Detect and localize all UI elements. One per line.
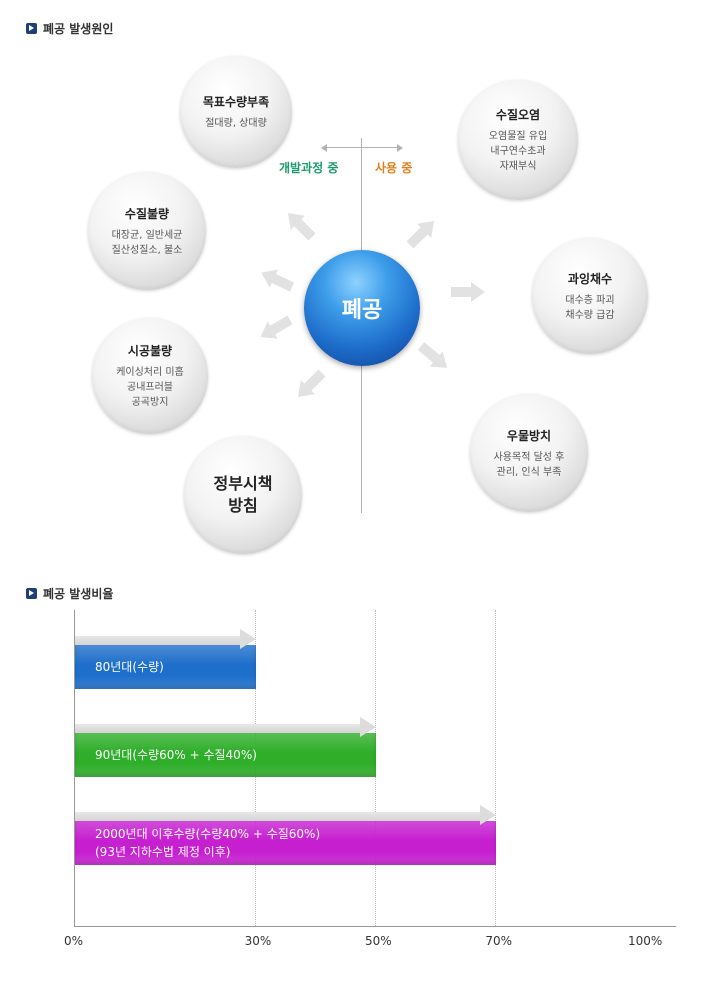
bar: 90년대(수량60% + 수질40%) [75,717,376,777]
cause-detail: 관리, 인식 부족 [496,466,562,478]
arrow-icon [255,311,295,346]
arrow-icon [403,213,442,252]
cause-quality-poor: 수질불량 대장균, 일반세균 질산성질소, 불소 [88,172,206,290]
cause-detail: 공내프러블 [127,382,173,393]
section-title-causes: 폐공 발생원인 [26,20,113,37]
bar: 80년대(수량) [75,629,256,689]
cause-detail: 내구연수초과 [490,146,546,157]
bar-label-line: 2000년대 이후수량(수량40% + 수질60%) [95,827,321,841]
bar-label: 2000년대 이후수량(수량40% + 수질60%) (93년 지하수법 제정 이… [95,825,320,861]
x-tick-label: 30% [244,934,272,948]
cause-detail: 대수층 파괴 [565,294,615,306]
arrow-icon [256,263,296,296]
label-development-phase: 개발과정 중 [279,161,339,175]
cause-govt-policy: 정부시책 방침 [184,436,302,554]
section-title-ratio-text: 폐공 발생비율 [43,587,114,601]
cause-goal-shortage: 목표수량부족 절대량, 상대량 [180,56,292,168]
cause-detail: 절대량, 상대량 [205,118,267,129]
cause-title: 우물방치 [506,428,552,443]
cause-title-line2: 방침 [228,496,258,515]
cause-title: 정부시책 [213,474,273,493]
x-tick-label: 0% [64,934,84,948]
cause-detail: 질산성질소, 불소 [111,244,183,256]
cause-neglect: 우물방치 사용목적 달성 후 관리, 인식 부족 [470,394,588,512]
label-usage-phase: 사용 중 [375,161,413,175]
bar-arrow-shaft [75,636,244,645]
cause-detail: 오염물질 유입 [488,131,548,142]
bar: 2000년대 이후수량(수량40% + 수질60%) (93년 지하수법 제정 이… [75,805,497,865]
y-axis-line [74,610,75,926]
bar-label-line: 90년대(수량60% + 수질40%) [95,748,257,762]
cause-detail: 대장균, 일반세균 [111,229,183,241]
cause-title: 과잉채수 [567,271,613,286]
bar-arrow-shaft [75,724,364,733]
cause-water-pollution: 수질오염 오염물질 유입 내구연수초과 자재부식 [458,80,578,200]
cause-detail: 케이싱처리 미흡 [116,367,184,378]
x-tick-label: 70% [485,934,513,948]
bar-label: 90년대(수량60% + 수질40%) [95,746,257,764]
cause-detail: 공곡방지 [131,397,169,408]
arrow-icon [415,338,454,376]
cause-construction-poor: 시공불량 케이싱처리 미흡 공내프러블 공곡방지 [92,318,208,434]
section-bullet-icon [26,23,37,34]
cause-title: 수질오염 [495,108,541,122]
bar-label-line: (93년 지하수법 제정 이후) [95,845,231,859]
cause-diagram: 개발과정 중 사용 중 폐공 목표수량부족 절대량, 상대량 수질불량 대장균,… [0,40,720,560]
cause-title: 시공불량 [127,344,173,358]
bar-arrow-head-icon [360,717,376,737]
bar-label: 80년대(수량) [95,658,164,676]
cause-detail: 채수량 급감 [565,309,615,321]
cause-detail: 자재부식 [499,161,537,172]
bar-arrow-shaft [75,812,485,821]
arrow-icon [290,366,329,405]
arrow-icon [451,282,485,302]
section-title-causes-text: 폐공 발생원인 [43,22,114,36]
arrow-icon [280,205,319,244]
section-title-ratio: 폐공 발생비율 [26,585,113,602]
timeline-double-arrow [321,143,403,152]
x-tick-label: 100% [628,934,663,948]
cause-title: 수질불량 [124,206,170,221]
grid-line [495,610,497,926]
cause-detail: 사용목적 달성 후 [493,451,565,463]
section-bullet-icon [26,588,37,599]
x-axis-line [74,926,676,927]
bar-label-line: 80년대(수량) [95,660,164,674]
center-node-pyegong: 폐공 [304,250,420,366]
cause-over-pumping: 과잉채수 대수층 파괴 채수량 급감 [532,238,648,354]
cause-title: 목표수량부족 [202,95,270,109]
bar-arrow-head-icon [239,629,256,649]
x-tick-label: 50% [365,934,392,948]
bar-arrow-head-icon [480,805,497,825]
